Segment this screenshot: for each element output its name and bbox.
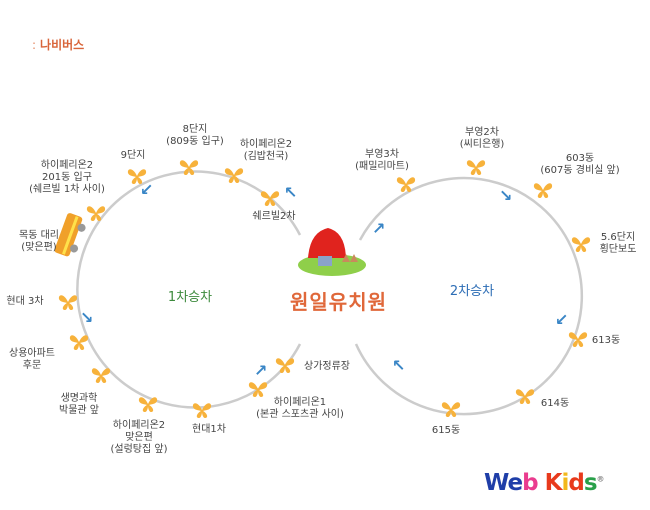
bus-icon [54,213,86,257]
direction-arrow-icon: ↗ [254,361,268,380]
route2-label: 2차승차 [449,284,495,299]
page-title: :나비버스 [32,38,85,52]
stop-butterfly-icon[interactable] [533,181,553,199]
stop-butterfly-icon[interactable] [260,189,280,207]
direction-arrow-icon: ↙ [140,180,154,199]
stop-label: 상가정류장 [304,361,350,372]
direction-arrow-icon: ↙ [555,310,569,329]
direction-arrow-icon: ↘ [80,308,94,327]
stop-butterfly-icon[interactable] [58,293,78,311]
stop-label: 5.6단지 횡단보도 [599,232,637,255]
stop-butterfly-icon[interactable] [441,400,461,418]
stop-label: 생명과학 박물관 앞 [59,393,99,416]
direction-arrow-icon: ↘ [499,186,513,205]
stop-label: 9단지 [120,150,146,161]
stop-butterfly-icon[interactable] [86,204,106,222]
stop-label: 하이페리온1 (본관 스포츠관 사이) [256,397,344,420]
stop-label: 하이페리온2 201동 입구 (쉐르빌 1차 사이) [29,160,105,195]
stop-label: 부영3차 (패밀리마트) [355,149,409,172]
stop-butterfly-icon[interactable] [396,175,416,193]
stop-butterfly-icon[interactable] [568,330,588,348]
stop-label: 603동 (607동 경비실 앞) [540,153,620,176]
stop-butterfly-icon[interactable] [138,395,158,413]
route2-line [354,176,583,416]
webkids-logo: Web Kids® [484,470,605,496]
stop-label: 하이페리온2 (김밥천국) [239,139,293,162]
direction-arrow-icon: ↖ [284,183,298,202]
stop-butterfly-icon[interactable] [248,380,268,398]
stop-label: 쉐르빌2차 [252,211,296,222]
direction-arrow-icon: ↖ [392,356,406,375]
stop-label: 현대1차 [192,424,226,435]
stop-label: 614동 [540,398,570,409]
stop-butterfly-icon[interactable] [515,387,535,405]
stop-label: 상용아파트 후문 [9,348,55,371]
route1-line [76,170,302,409]
stop-butterfly-icon[interactable] [69,333,89,351]
kindergarten-name: 원일유치원 [290,290,387,314]
stop-butterfly-icon[interactable] [127,167,147,185]
kindergarten-house-icon [298,228,366,276]
stop-butterfly-icon[interactable] [466,158,486,176]
stop-butterfly-icon[interactable] [91,366,111,384]
route1-label: 1차승차 [167,290,213,305]
stop-label: 615동 [431,425,461,436]
stop-label: 613동 [591,335,621,346]
stop-label: 하이페리온2 맞은편 (설렁탕집 앞) [110,420,168,455]
stop-label: 8단지 (809동 입구) [166,124,224,147]
stop-butterfly-icon[interactable] [275,356,295,374]
stop-butterfly-icon[interactable] [224,166,244,184]
stop-label: 목동 대리 (맞은편) [19,230,59,253]
stop-butterfly-icon[interactable] [179,158,199,176]
stop-label: 현대 3차 [6,296,44,307]
stop-butterfly-icon[interactable] [571,235,591,253]
direction-arrow-icon: ↗ [372,219,386,238]
stop-butterfly-icon[interactable] [192,401,212,419]
stop-label: 부영2차 (씨티은행) [459,127,505,150]
